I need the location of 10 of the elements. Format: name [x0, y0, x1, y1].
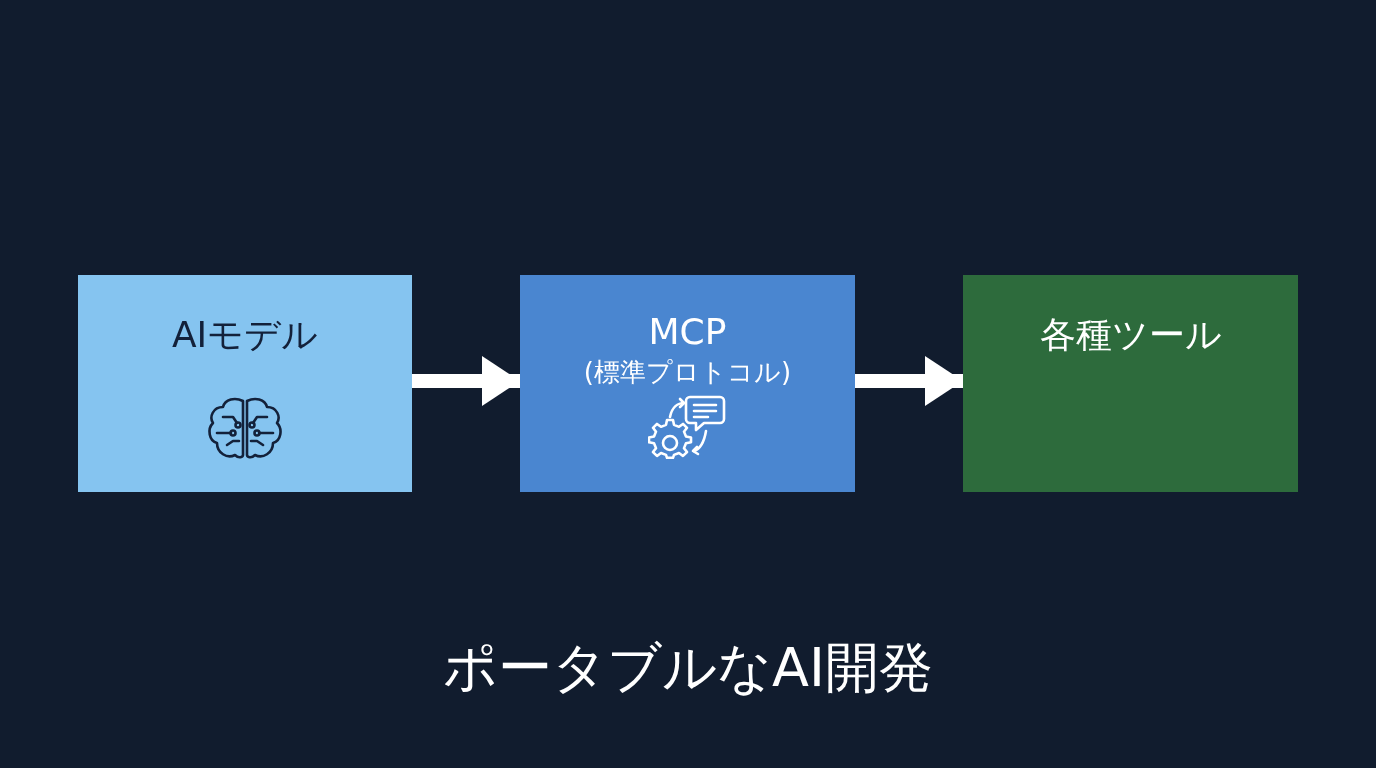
process-box — [963, 275, 1298, 492]
process-box — [520, 275, 855, 492]
arrow — [855, 356, 963, 406]
box-subtitle: (標準プロトコル) — [583, 356, 792, 389]
box-title: AIモデル — [171, 313, 319, 357]
box-title: MCP — [648, 311, 727, 352]
process-box — [78, 275, 412, 492]
box-title: 各種ツール — [1039, 313, 1222, 357]
arrow — [412, 356, 520, 406]
caption: ポータブルなAI開発 — [443, 635, 933, 701]
